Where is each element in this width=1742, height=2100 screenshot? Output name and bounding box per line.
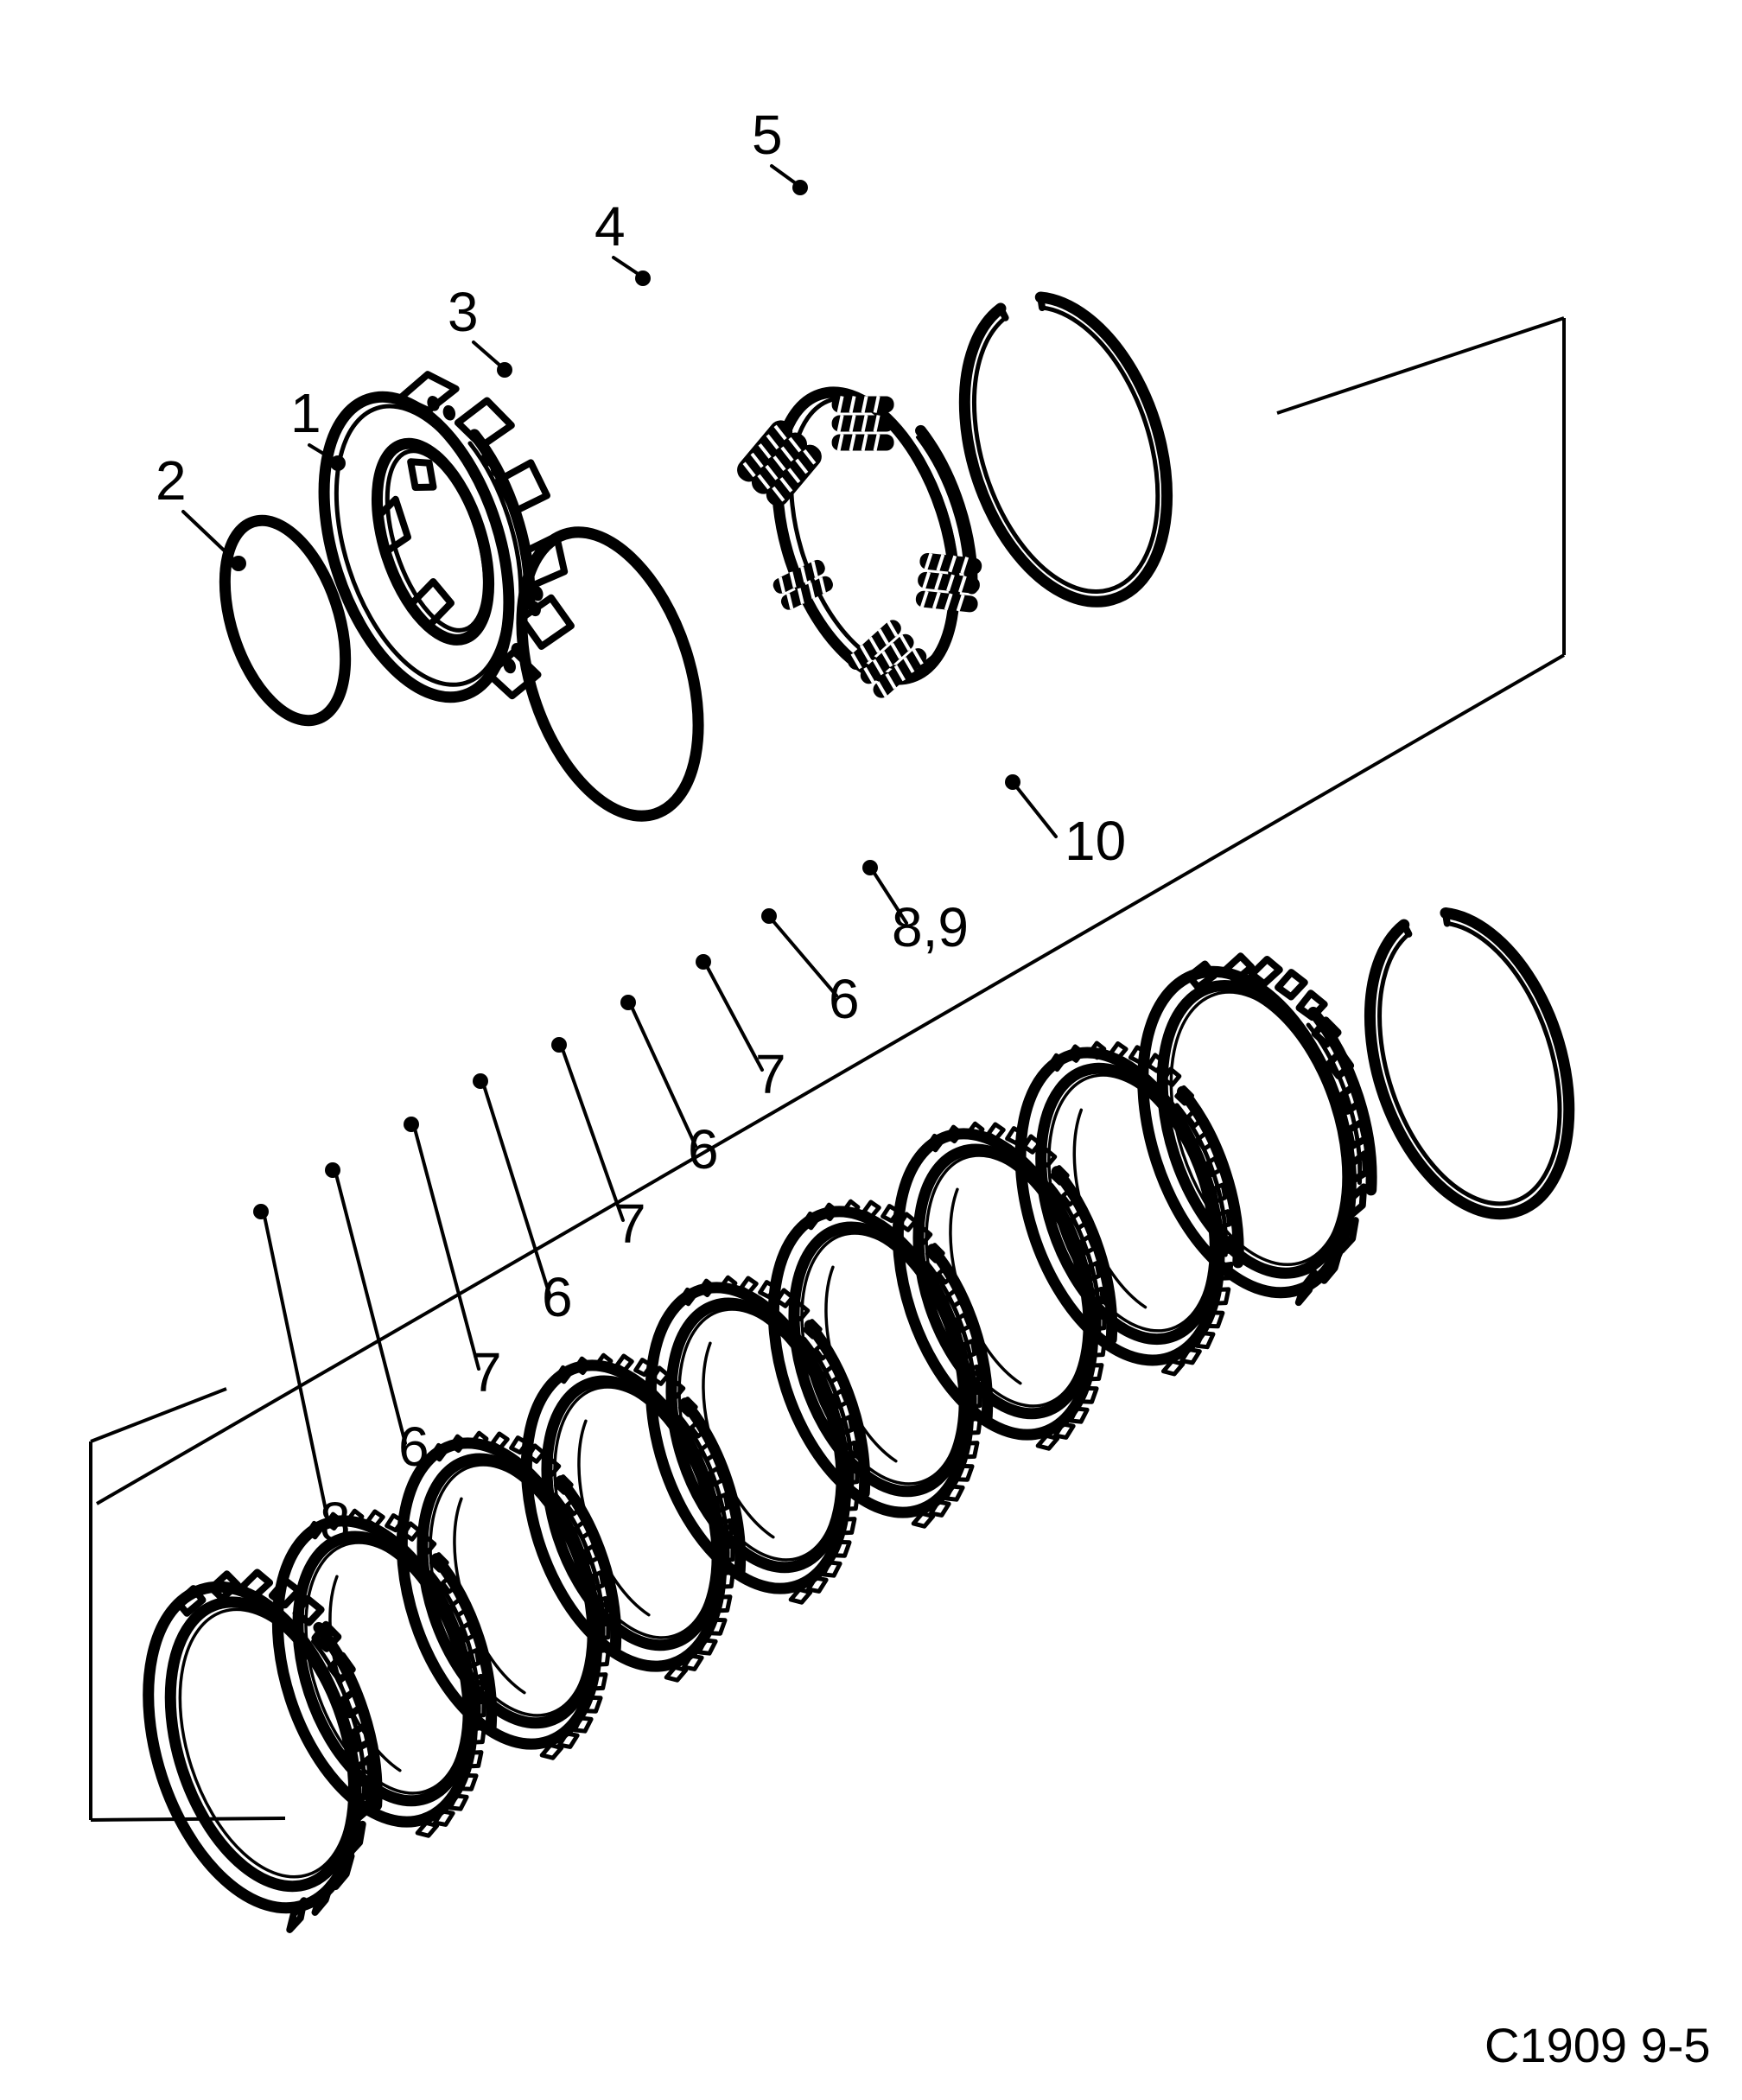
part-lower-snap-ring [1364, 907, 1575, 1220]
return-spring-group [737, 396, 982, 698]
spline-teeth-coarse [1186, 952, 1370, 1307]
callout-10: 10 [1005, 774, 1126, 872]
callout-5: 5 [752, 104, 808, 195]
part-return-spring-assembly [737, 386, 982, 698]
callout-number-8: 8 [320, 1491, 351, 1553]
callout-4: 4 [594, 195, 651, 286]
leader-line [472, 340, 503, 368]
leader-dot [473, 1073, 488, 1089]
callout-number-7: 7 [471, 1341, 502, 1403]
leader-dot [635, 270, 651, 286]
callout-number-6: 6 [829, 968, 860, 1030]
drawing-number-caption: C1909 9-5 [1485, 2018, 1711, 2072]
plate-backing-89 [1137, 952, 1377, 1307]
frame-bottom-diagonal [90, 1817, 286, 1822]
plate-friction-6d [271, 1508, 498, 1838]
leader-line [630, 1005, 697, 1148]
callout-6: 6 [620, 995, 719, 1180]
callout-number-6: 6 [688, 1118, 719, 1180]
leader-dot [497, 362, 512, 378]
callout-number-3: 3 [448, 281, 479, 343]
callout-1: 1 [290, 382, 346, 471]
callout-8: 8 [253, 1204, 351, 1553]
leader-dot [792, 180, 808, 195]
callout-6: 6 [473, 1073, 573, 1328]
part-outer-seal-plate [516, 526, 704, 822]
plate-friction-6b [767, 1199, 994, 1529]
leader-dot [1005, 774, 1020, 790]
plate-steel-7c [396, 1430, 622, 1760]
callout-7: 7 [404, 1117, 502, 1403]
frame-top-diagonal [1276, 316, 1565, 415]
callout-3: 3 [448, 281, 512, 378]
plate-friction-6c [520, 1352, 747, 1683]
leader-line [771, 919, 838, 997]
leader-dot [404, 1117, 419, 1132]
callout-number-4: 4 [594, 195, 626, 258]
leader-line [308, 443, 335, 461]
plate-backing-8 [143, 1569, 383, 1933]
spline-teeth-fine [1047, 1040, 1234, 1377]
leader-line [612, 256, 641, 277]
piston-rim-bead-group [427, 395, 544, 674]
callout-6: 6 [761, 908, 860, 1030]
leader-dot [325, 1162, 340, 1178]
leader-dot [551, 1037, 567, 1053]
callout-number-8-9: 8,9 [892, 896, 969, 958]
leader-line [181, 510, 236, 562]
callout-number-10: 10 [1065, 810, 1126, 872]
callout-number-1: 1 [290, 382, 321, 444]
leader-dot [253, 1204, 269, 1219]
callout-number-2: 2 [156, 449, 187, 512]
spline-teeth-coarse [174, 1569, 375, 1933]
leader-dot [231, 556, 246, 571]
callout-number-6: 6 [542, 1266, 573, 1328]
callout-6: 6 [325, 1162, 429, 1478]
plate-friction-6a [1014, 1040, 1244, 1377]
diagram-frame [89, 316, 1566, 1822]
callout-2: 2 [156, 449, 246, 571]
leader-dot [761, 908, 777, 924]
leader-line [263, 1214, 329, 1520]
callout-number-7: 7 [755, 1043, 786, 1105]
leader-line [413, 1127, 480, 1371]
plate-steel-7a [892, 1121, 1118, 1451]
leader-line [1014, 785, 1058, 838]
part-upper-snap-ring [958, 291, 1173, 608]
leader-dot [620, 995, 636, 1010]
leader-dot [862, 860, 878, 875]
leader-line [705, 964, 764, 1072]
callout-7: 7 [551, 1037, 646, 1255]
frame-left-top-diagonal [90, 1387, 227, 1443]
leader-line [482, 1084, 551, 1296]
leader-line [561, 1047, 625, 1222]
callout-number-6: 6 [398, 1416, 429, 1478]
plate-steel-7b [645, 1275, 871, 1605]
callout-8-9: 8,9 [862, 860, 969, 958]
callout-number-7: 7 [615, 1193, 646, 1255]
callout-7: 7 [696, 954, 786, 1105]
leader-dot [696, 954, 711, 970]
leader-line [872, 870, 908, 925]
leader-line [770, 164, 798, 186]
callout-number-5: 5 [752, 104, 783, 166]
leader-line [334, 1173, 407, 1445]
frame-mid-diagonal [95, 653, 1566, 1505]
leader-dot [330, 455, 346, 471]
